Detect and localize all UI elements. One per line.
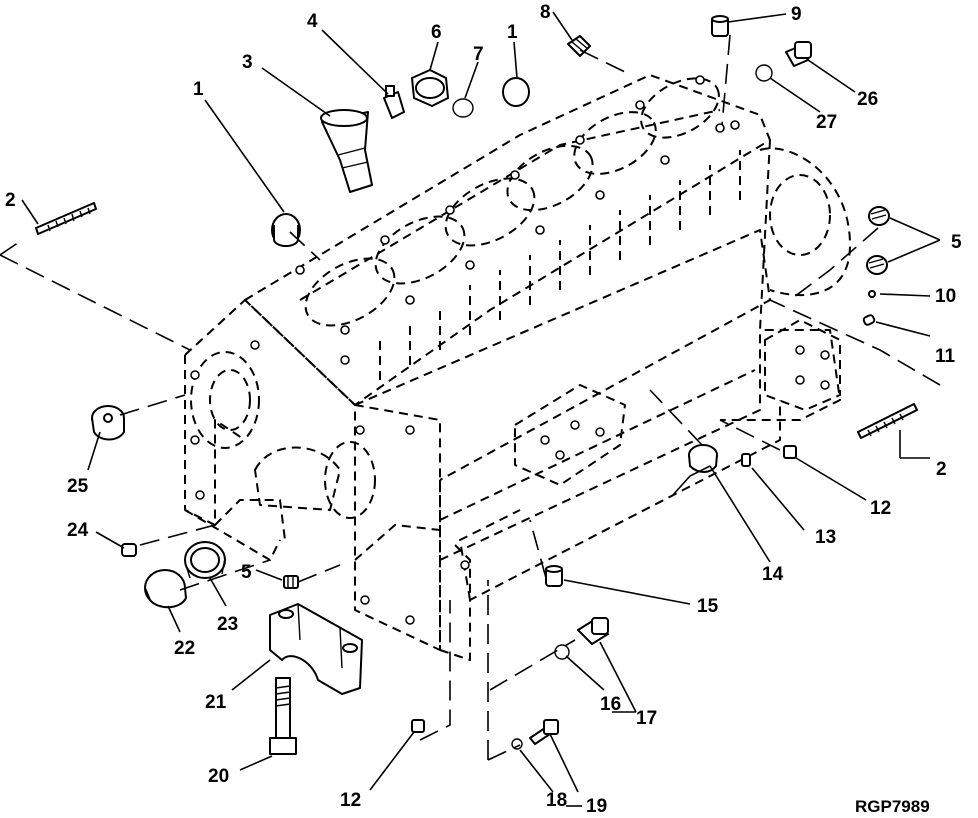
callout-14: 14: [762, 564, 784, 585]
callout-25: 25: [67, 476, 89, 497]
pin-11: [862, 314, 876, 326]
callout-20: 20: [208, 766, 229, 787]
callout-26: 26: [857, 89, 878, 110]
callout-19: 19: [586, 796, 607, 817]
o-ring-7: [452, 98, 474, 118]
cup-plug-top: [502, 77, 530, 107]
sleeve-14: [688, 444, 718, 473]
callout-7: 7: [473, 44, 484, 65]
cylinder-sleeve-part: [320, 109, 373, 193]
callout-16: 16: [600, 694, 621, 715]
callout-22: 22: [174, 638, 195, 659]
callout-21: 21: [205, 692, 227, 713]
callout-1-left: 1: [193, 79, 204, 100]
callout-6: 6: [431, 22, 442, 43]
bushing-25: [91, 405, 125, 441]
pipe-plug-8: [567, 35, 591, 57]
callout-24: 24: [67, 520, 89, 541]
callout-2-right: 2: [936, 459, 947, 480]
callout-4: 4: [307, 11, 318, 32]
plug-5-lower: [866, 255, 888, 275]
plug-15: [545, 565, 563, 587]
figure-reference-code: RGP7989: [855, 797, 930, 816]
ball-10: [868, 290, 876, 298]
leader-lines: [21, 11, 941, 807]
callout-9: 9: [791, 4, 802, 25]
washer-18: [511, 738, 523, 750]
cap-22: [144, 569, 187, 609]
callout-17: 17: [636, 708, 657, 729]
callout-5-right: 5: [951, 232, 962, 253]
stud-left: [35, 202, 97, 235]
stud-right: [857, 403, 918, 439]
plug-5-upper: [868, 206, 890, 226]
callout-12-lower: 12: [340, 790, 361, 811]
plug-24: [121, 543, 137, 557]
sleeve-9: [711, 15, 729, 37]
hex-plug: [411, 69, 449, 107]
cylinder-block: [184, 74, 851, 661]
plug-5-left: [283, 575, 299, 589]
cup-plug-left: [271, 213, 301, 247]
callout-12-right: 12: [870, 498, 891, 519]
assembly-centerlines: [0, 34, 941, 761]
ring-23: [184, 541, 226, 579]
callout-1-top: 1: [507, 22, 518, 43]
callout-15: 15: [697, 596, 719, 617]
plug-26: [785, 41, 812, 67]
screw-13: [741, 453, 751, 467]
callout-10: 10: [935, 286, 956, 307]
callout-3: 3: [242, 52, 253, 73]
callout-11: 11: [935, 346, 956, 367]
callout-27: 27: [816, 112, 837, 133]
main-bearing-cap: [269, 603, 363, 695]
callout-5-left: 5: [241, 562, 252, 583]
plug-12-lower: [411, 719, 425, 733]
callout-8: 8: [540, 2, 551, 23]
callout-13: 13: [815, 527, 836, 548]
callout-labels: 1 1 2 2 3 4 5 5 6 7 8 9 10 11 12 12 13 1…: [5, 2, 962, 817]
cap-screw-20: [269, 677, 297, 755]
fitting-part: [383, 85, 405, 119]
plug-17: [577, 617, 609, 645]
o-ring-27: [755, 64, 773, 82]
callout-23: 23: [217, 614, 238, 635]
callout-2-left: 2: [5, 190, 16, 211]
callout-18: 18: [546, 790, 567, 811]
plug-12-right: [783, 445, 797, 459]
